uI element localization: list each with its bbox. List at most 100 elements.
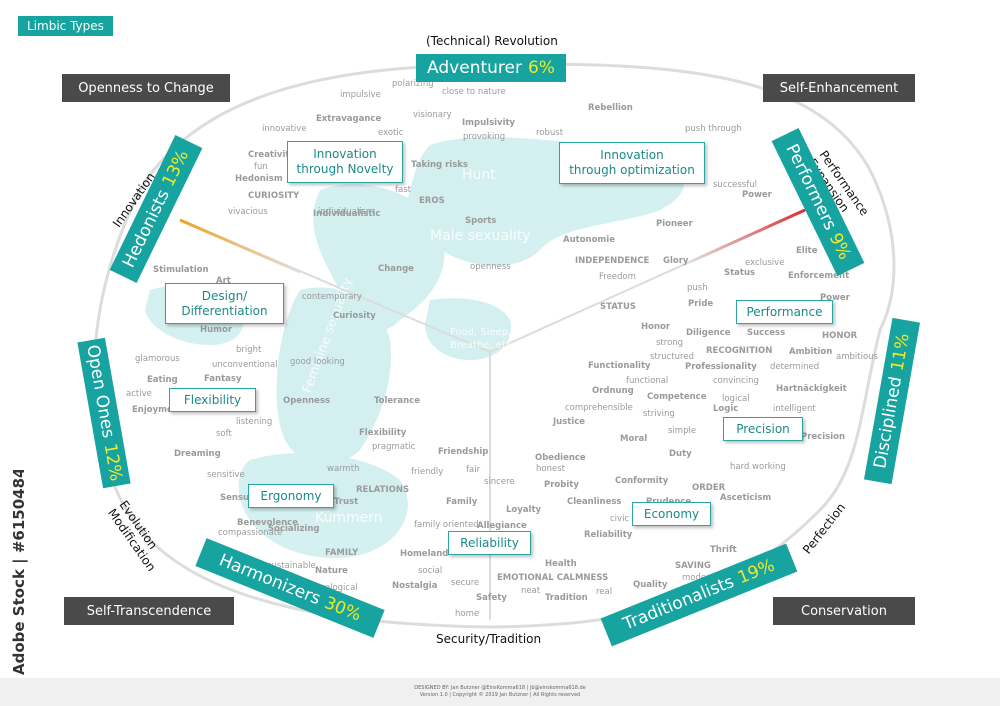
axis-top: (Technical) Revolution xyxy=(426,34,558,48)
value-word: HONOR xyxy=(822,331,858,341)
value-word: Extravagance xyxy=(316,114,382,124)
value-word: Openness xyxy=(283,396,331,406)
value-word: Allegiance xyxy=(477,521,527,531)
value-word: Tolerance xyxy=(374,396,420,406)
value-word: logical xyxy=(722,394,750,404)
value-word: Trust xyxy=(334,497,359,507)
value-word: Taking risks xyxy=(411,160,468,170)
cat-precision: Precision xyxy=(723,417,803,441)
value-word: strong xyxy=(656,338,684,348)
center-food: Food, Sleep, Breathe, etc. xyxy=(450,327,515,351)
value-word: exclusive xyxy=(745,258,785,268)
value-word: Benevolence xyxy=(237,518,298,528)
value-word: Pioneer xyxy=(656,219,693,229)
value-word: fun xyxy=(254,162,268,172)
value-word: Humor xyxy=(200,325,233,335)
value-word: Loyalty xyxy=(506,505,542,515)
value-word: FAMILY xyxy=(325,548,359,558)
value-word: exotic xyxy=(378,128,404,138)
value-word: Enjoyment xyxy=(132,405,183,415)
value-word: structured xyxy=(650,352,694,362)
value-word: sincere xyxy=(484,477,515,487)
value-word: Conformity xyxy=(615,476,669,486)
value-word: Tradition xyxy=(545,593,588,603)
value-word: ambitious xyxy=(836,352,878,362)
value-word: good looking xyxy=(290,357,345,367)
value-word: compassionate xyxy=(218,528,283,538)
corner-conservation: Conservation xyxy=(773,597,915,625)
value-word: fast xyxy=(395,185,411,195)
value-word: innovative xyxy=(262,124,307,134)
value-word: Cleanliness xyxy=(567,497,622,507)
value-word: Friendship xyxy=(438,447,489,457)
performers-accent xyxy=(689,208,806,264)
limbic-types-badge: Limbic Types xyxy=(18,16,113,36)
cat-ergonomy: Ergonomy xyxy=(248,484,334,508)
value-word: Individualistic xyxy=(313,209,381,219)
value-word: Success xyxy=(747,328,786,338)
type-adventurer-pct: 6% xyxy=(527,58,555,78)
value-word: Socializing xyxy=(268,524,320,534)
center-male-sexuality: Male sexuality xyxy=(430,228,531,244)
value-word: Safety xyxy=(476,593,507,603)
stock-id-vertical: Adobe Stock | #615048442 xyxy=(10,470,29,675)
value-word: Glory xyxy=(663,256,689,266)
value-word: Impulsivity xyxy=(462,118,516,128)
value-word: Pride xyxy=(688,299,714,309)
value-word: Status xyxy=(724,268,756,278)
svg-text:Adobe Stock | #615048442: Adobe Stock | #615048442 xyxy=(10,470,29,675)
value-word: Creativity xyxy=(248,150,295,160)
value-word: Fantasy xyxy=(204,374,242,384)
value-word: push xyxy=(687,283,708,293)
value-word: family oriented xyxy=(414,520,479,530)
value-word: Reliability xyxy=(584,530,633,540)
value-word: soft xyxy=(216,429,232,439)
value-word: Justice xyxy=(553,417,586,427)
value-word: Precision xyxy=(801,432,846,442)
value-word: Rebellion xyxy=(588,103,633,113)
hedonists-accent xyxy=(179,218,301,274)
footer-line1: DESIGNED BY: Jan Butzner @EinsKomma618 |… xyxy=(414,685,586,691)
value-word: RECOGNITION xyxy=(706,346,773,356)
value-word: sensitive xyxy=(207,470,245,480)
center-hunt: Hunt xyxy=(462,167,496,183)
value-word: unconventional xyxy=(212,360,278,370)
value-word: Logic xyxy=(713,404,739,414)
value-word: determined xyxy=(770,362,820,372)
value-word: polarizing xyxy=(392,79,434,89)
value-word: Power xyxy=(742,190,772,200)
type-adventurer-name: Adventurer xyxy=(427,58,522,78)
value-word: neat xyxy=(521,586,541,596)
cat-economy: Economy xyxy=(632,502,711,526)
value-word: Power xyxy=(820,293,850,303)
value-word: friendly xyxy=(411,467,444,477)
value-word: Hedonism xyxy=(235,174,283,184)
cat-design: Design/ Differentiation xyxy=(165,283,284,324)
center-kummern: Kümmern xyxy=(315,510,383,526)
value-word: Flexibility xyxy=(359,428,407,438)
value-word: Curiosity xyxy=(333,311,376,321)
value-word: listening xyxy=(236,417,273,427)
value-word: Honor xyxy=(641,322,671,332)
value-word: Dreaming xyxy=(174,449,221,459)
value-word: pragmatic xyxy=(372,442,416,452)
value-word: real xyxy=(596,587,613,597)
value-word: Nostalgia xyxy=(392,581,438,591)
cat-flexibility: Flexibility xyxy=(169,388,256,412)
value-word: Eating xyxy=(147,375,178,385)
value-word: openness xyxy=(470,262,511,272)
value-word: EMOTIONAL CALMNESS xyxy=(497,573,609,583)
value-word: Elite xyxy=(796,246,818,256)
value-word: Diligence xyxy=(686,328,731,338)
value-word: RELATIONS xyxy=(356,485,410,495)
value-word: Competence xyxy=(647,392,707,402)
value-word: Duty xyxy=(669,449,692,459)
value-word: close to nature xyxy=(442,87,506,97)
value-word: sustainable xyxy=(267,561,316,571)
value-word: STATUS xyxy=(600,302,637,312)
value-word: impulsive xyxy=(340,90,381,100)
value-word: striving xyxy=(643,409,675,419)
value-word: Homeland xyxy=(400,549,449,559)
